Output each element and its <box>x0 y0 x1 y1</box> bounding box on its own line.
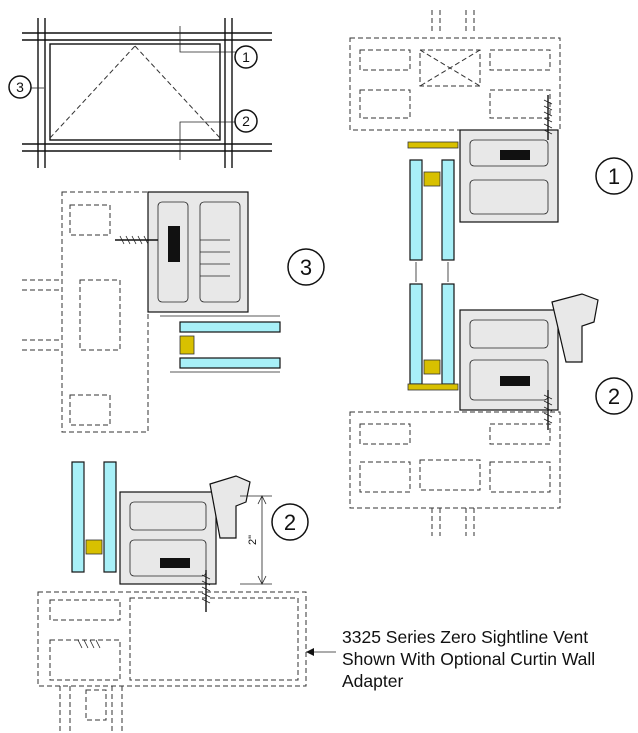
sill-adapter-callout: 2 <box>271 503 309 541</box>
elevation-callout-3-label: 3 <box>16 79 24 95</box>
elevation-callout-1: 1 <box>234 45 258 69</box>
head-sill-section <box>349 10 599 536</box>
caption-leader <box>306 648 336 656</box>
jamb-section-callout-label: 3 <box>300 255 312 280</box>
elevation-callout-1-label: 1 <box>242 49 250 65</box>
sill-adapter-callout-label: 2 <box>284 510 296 535</box>
caption-line-2: Shown With Optional Curtin Wall <box>342 649 596 669</box>
head-section-callout: 1 <box>595 157 633 195</box>
jamb-section-callout: 3 <box>287 248 325 286</box>
sill-section-callout-label: 2 <box>608 384 620 409</box>
jamb-section <box>22 191 281 433</box>
elevation-callout-2: 2 <box>234 109 258 133</box>
sill-section-callout: 2 <box>595 377 633 415</box>
head-section-callout-label: 1 <box>608 164 620 189</box>
sill-adapter-section <box>37 461 307 732</box>
elevation-callout-2-label: 2 <box>242 113 250 129</box>
elevation-callout-3: 3 <box>8 75 32 99</box>
dimension-label-text: 2" <box>247 535 259 545</box>
elevation-view <box>22 18 272 168</box>
caption-line-1: 3325 Series Zero Sightline Vent <box>342 627 589 647</box>
caption-line-3: Adapter <box>342 671 404 691</box>
dimension-label: 2" <box>247 535 259 545</box>
drawing-caption: 3325 Series Zero Sightline Vent Shown Wi… <box>342 626 634 692</box>
